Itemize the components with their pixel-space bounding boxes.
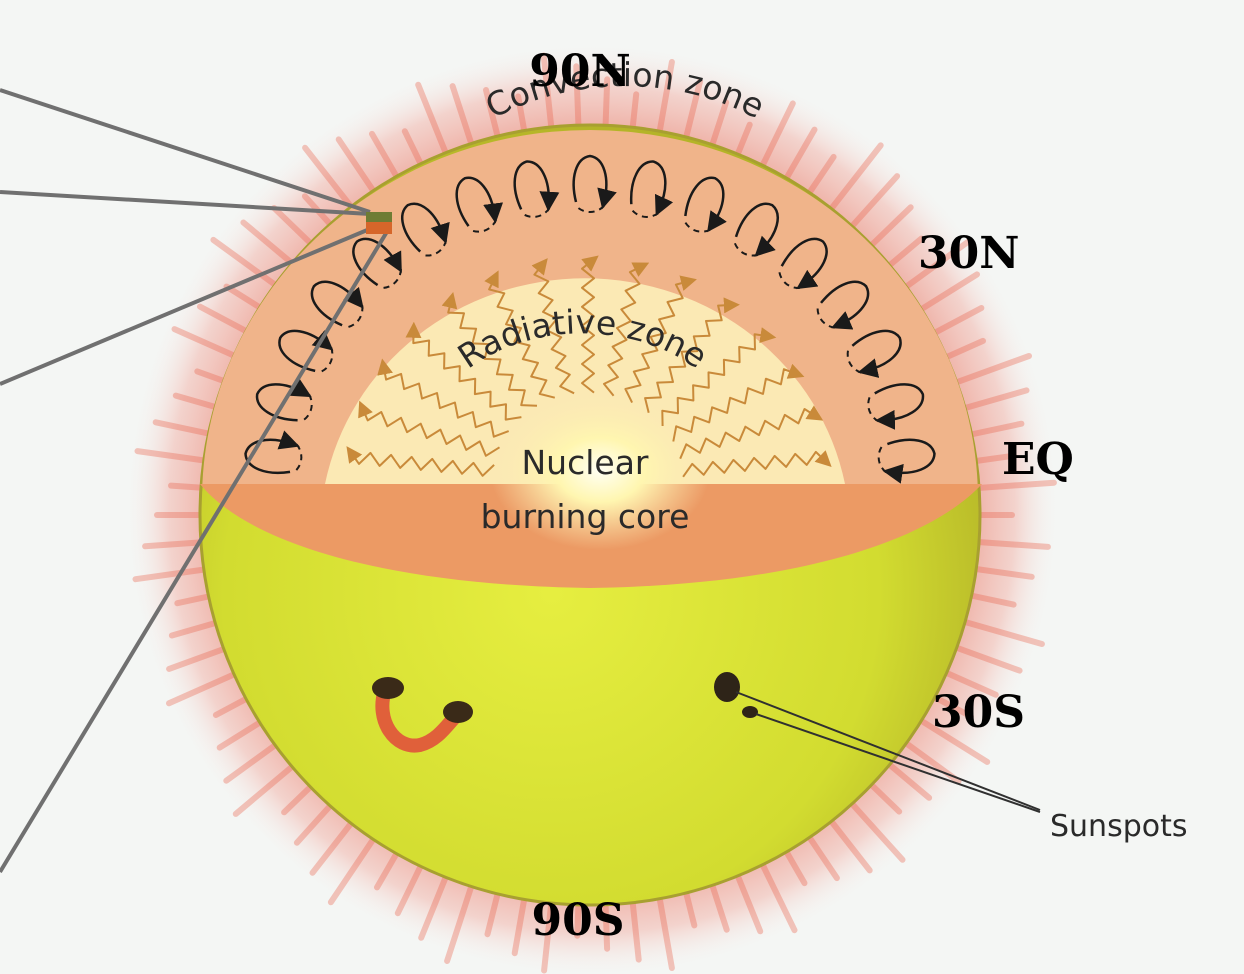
- sunspot: [742, 706, 758, 718]
- latitude-label-90n: 90N: [529, 46, 630, 97]
- sunspot: [372, 677, 404, 699]
- latitude-label-30s: 30S: [932, 687, 1025, 738]
- sunspots-label: Sunspots: [1050, 809, 1188, 844]
- latitude-label-eq: EQ: [1002, 434, 1074, 485]
- sunspot: [443, 701, 473, 723]
- core-label-line1: Nuclear: [521, 443, 648, 482]
- core-label-line2: burning core: [481, 497, 690, 536]
- latitude-label-30n: 30N: [918, 228, 1019, 279]
- sunspot: [714, 672, 740, 702]
- latitude-label-90s: 90S: [531, 895, 624, 946]
